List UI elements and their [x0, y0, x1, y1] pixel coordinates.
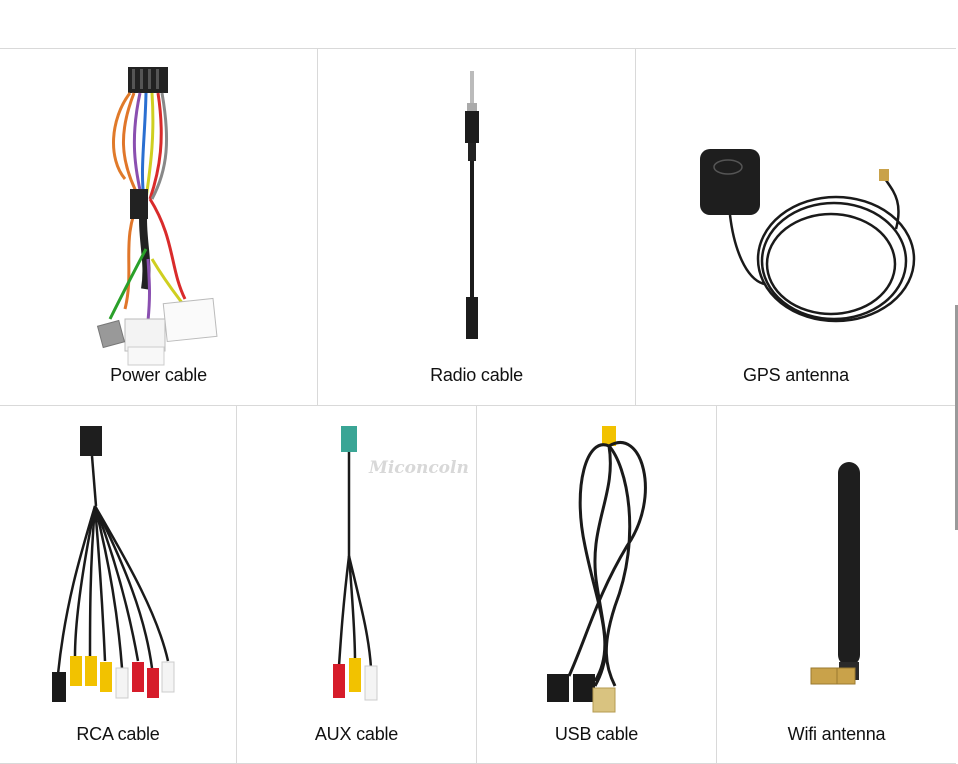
- accessory-card-rca-cable: RCA cable: [0, 406, 237, 764]
- accessory-card-usb-cable: USB cable: [477, 406, 717, 764]
- rca-cable-image: [52, 426, 175, 702]
- radio-antenna-cable-image: [465, 71, 479, 339]
- accessory-label: GPS antenna: [743, 365, 849, 385]
- accessory-row-2: RCA cable Miconcoln AUX cable: [0, 406, 956, 764]
- accessory-row-1: Power cable Radio cable: [0, 48, 956, 406]
- gps-antenna-image: [700, 149, 916, 323]
- accessory-label: RCA cable: [76, 724, 160, 744]
- wifi-antenna-image: [810, 462, 860, 685]
- usb-cable-image: [547, 426, 647, 713]
- watermark: Miconcoln: [369, 458, 469, 478]
- aux-cable-image: [333, 426, 378, 701]
- accessory-card-power-cable: Power cable: [0, 48, 318, 406]
- accessory-label: Radio cable: [430, 365, 523, 385]
- product-accessory-grid: Power cable Radio cable: [0, 48, 956, 764]
- accessory-label: Power cable: [110, 365, 207, 385]
- accessory-label: AUX cable: [314, 724, 399, 744]
- page-edge-bar: [955, 305, 958, 530]
- power-harness-image: [96, 67, 218, 366]
- accessory-label: USB cable: [554, 724, 639, 744]
- accessory-card-aux-cable: Miconcoln AUX cable: [237, 406, 477, 764]
- accessory-card-gps-antenna: GPS antenna: [636, 48, 956, 406]
- accessory-card-wifi-antenna: Wifi antenna: [717, 406, 956, 764]
- accessory-label: Wifi antenna: [787, 724, 886, 744]
- accessory-card-radio-cable: Radio cable: [318, 48, 636, 406]
